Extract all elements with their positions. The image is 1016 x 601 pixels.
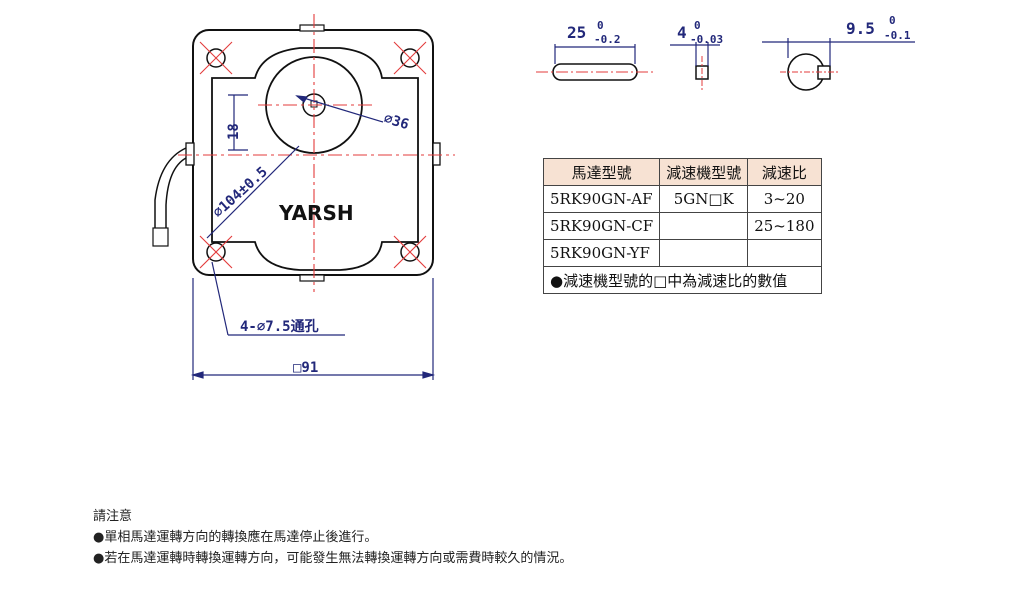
note-item: ●單相馬達運轉方向的轉換應在馬達停止後進行。: [93, 530, 378, 545]
notes-section: 請注意 ●單相馬達運轉方向的轉換應在馬達停止後進行。 ●若在馬達運轉時轉換運轉方…: [93, 506, 572, 569]
dim-diameter-36: ⌀36: [382, 111, 411, 134]
table-header: 馬達型號: [542, 158, 661, 186]
table-cell: [747, 239, 822, 267]
shaft-length-value: 25: [567, 23, 586, 42]
table-cell: 5GN□K: [659, 185, 749, 213]
dim-square-91: □91: [293, 360, 318, 376]
table-note-row: ●減速機型號的□中為減速比的數值: [543, 266, 822, 294]
brand-label: YARSH: [278, 201, 354, 225]
table-cell: 3~20: [747, 185, 822, 213]
key-height-upper: 0: [889, 14, 896, 27]
table-row: 5RK90GN-AF 5GN□K 3~20: [542, 185, 822, 213]
table-cell: 5RK90GN-CF: [542, 212, 661, 240]
table-cell: 5RK90GN-AF: [542, 185, 661, 213]
body-outline: [211, 47, 419, 271]
dim-holes: 4-⌀7.5通孔: [240, 319, 319, 335]
key-width-value: 4: [677, 23, 687, 42]
spec-table: 馬達型號 減速機型號 減速比 5RK90GN-AF 5GN□K 3~20 5RK…: [542, 158, 822, 294]
note-item: ●若在馬達運轉時轉換運轉方向，可能發生無法轉換運轉方向或需費時較久的情況。: [93, 551, 573, 566]
table-header: 減速比: [747, 158, 822, 186]
top-lug: [299, 24, 325, 32]
table-row: 5RK90GN-CF 25~180: [542, 212, 822, 240]
bottom-lug: [299, 274, 325, 282]
notes-title: 請注意: [93, 509, 133, 524]
shaft-length-lower: -0.2: [594, 33, 621, 46]
table-cell: 5RK90GN-YF: [542, 239, 661, 267]
key-width-upper: 0: [694, 19, 701, 32]
table-cell: [659, 212, 749, 240]
key-width-lower: -0.03: [690, 33, 723, 46]
table-note: ●減速機型號的□中為減速比的數值: [543, 266, 822, 294]
key-width-dims: [670, 42, 720, 66]
dimension-lines: [190, 94, 436, 380]
table-cell: [659, 239, 749, 267]
table-cell: 25~180: [747, 212, 822, 240]
hole-crosses: [199, 41, 427, 269]
key-height-value: 9.5: [846, 19, 875, 38]
lead-wire-end: [152, 227, 169, 247]
side-lug-right: [432, 142, 441, 166]
table-header: 減速機型號: [659, 158, 749, 186]
side-lug-left: [185, 142, 195, 166]
table-row: 5RK90GN-YF: [542, 239, 822, 267]
lead-wire: [154, 147, 187, 245]
center-lines: [178, 14, 455, 292]
shaft-length-upper: 0: [597, 19, 604, 32]
dim-18: 18: [226, 123, 242, 140]
key-height-lower: -0.1: [884, 29, 911, 42]
table-header-row: 馬達型號 減速機型號 減速比: [542, 158, 822, 186]
shaft-length-dims: [554, 44, 636, 64]
key-height-dims: [762, 38, 915, 66]
